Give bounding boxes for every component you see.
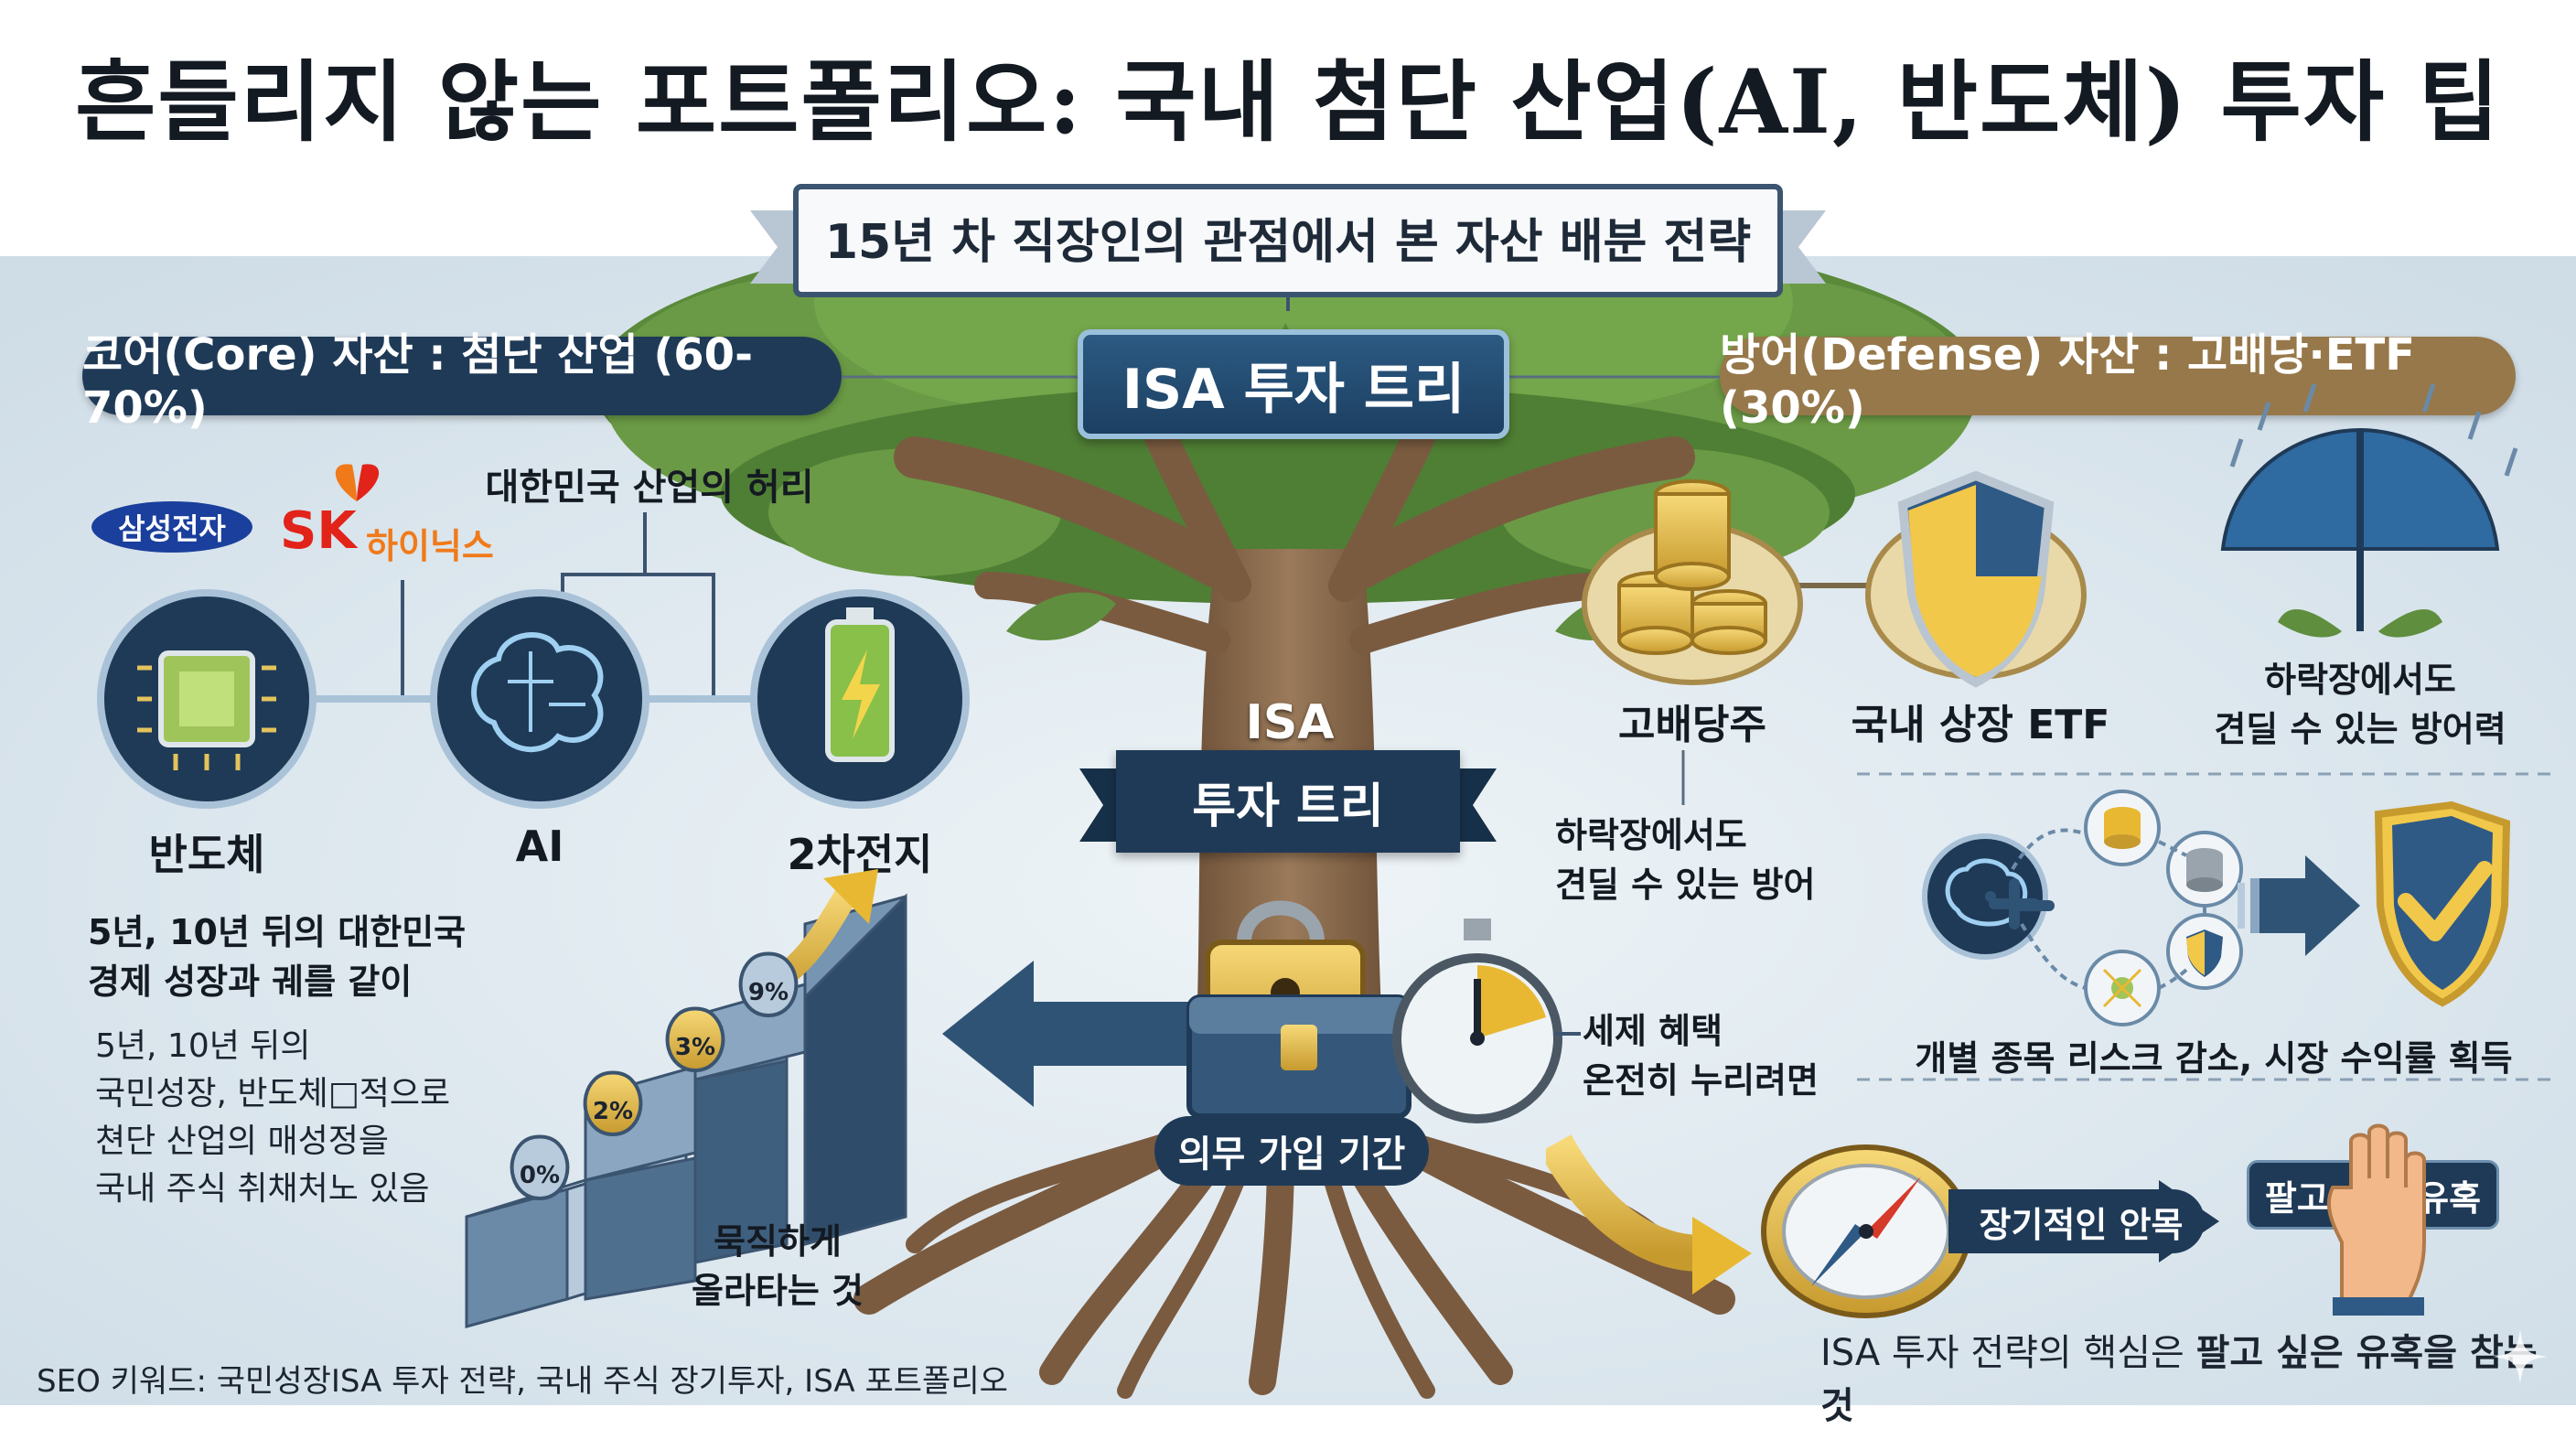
subtitle-ribbon — [750, 184, 1826, 311]
left-arrow-icon — [942, 961, 1217, 1107]
hand-icon — [2326, 1123, 2426, 1316]
chip-icon — [97, 589, 317, 809]
battery-label: 2차전지 — [787, 830, 933, 879]
trunk-banner: 투자 트리 — [1116, 750, 1460, 853]
semiconductor-label: 반도체 — [148, 830, 265, 879]
defense-caption-line: 하락장에서도 — [1555, 815, 1747, 855]
growth-heading-1: 5년, 10년 뒤의 대한민국 — [88, 912, 467, 952]
stairs-caption-line: 올라타는 것 — [691, 1271, 864, 1311]
mandatory-period-badge: 의무 가입 기간 — [1154, 1116, 1429, 1186]
sk-logo: SK — [280, 501, 357, 561]
umbrella-caption: 하락장에서도 견딜 수 있는 방어력 — [2177, 655, 2543, 754]
plus-icon — [1989, 878, 2040, 929]
growth-body-line: 국내 주식 취채처노 있음 — [95, 1170, 430, 1208]
trunk-banner-top: ISA — [1245, 695, 1335, 750]
growth-body-line: 쳔단 산업의 매성정을 — [95, 1123, 389, 1160]
leaf-icon — [1006, 592, 1116, 640]
umbrella-icon — [2220, 383, 2518, 638]
tax-caption-line: 세제 혜택 — [1583, 1011, 1723, 1051]
dividend-label: 고배당주 — [1618, 702, 1766, 748]
growth-body: 5년, 10년 뒤의 국민성장, 반도체□적으로 쳔단 산업의 매성정을 국내 … — [95, 1023, 450, 1213]
growth-body-line: 국민성장, 반도체□적으로 — [95, 1075, 451, 1112]
etf-label: 국내 상장 ETF — [1851, 702, 2110, 748]
compass-icon — [1761, 1144, 1971, 1318]
bottom-note-prefix: ISA 투자 전략의 핵심은 — [1820, 1332, 2196, 1374]
diversify-caption: 개별 종목 리스크 감소, 시장 수익률 획득 — [1915, 1038, 2513, 1079]
defense-caption: 하락장에서도 견딜 수 있는 방어 — [1555, 811, 1866, 909]
tax-caption-line: 온전히 누리려면 — [1583, 1060, 1819, 1101]
sparkle-icon — [2493, 1329, 2548, 1384]
battery-icon — [750, 589, 970, 809]
umbrella-caption-line: 견딜 수 있는 방어력 — [2214, 709, 2506, 749]
seo-keywords: SEO 키워드: 국민성장ISA 투자 전략, 국내 주식 장기투자, ISA … — [37, 1363, 1008, 1400]
stairs-caption: 묵직하게 올라타는 것 — [659, 1217, 896, 1316]
right-arrow-icon — [1546, 1134, 1752, 1295]
subtitle: 15년 차 직장인의 관점에서 본 자산 배분 전략 — [824, 215, 1752, 270]
isa-tree-sign: ISA 투자 트리 — [1078, 329, 1509, 439]
long-term-pill: 장기적인 안목 — [1958, 1189, 2205, 1253]
coins-icon — [1582, 479, 1803, 685]
samsung-logo: 삼성전자 — [91, 501, 252, 553]
step-0: 0% — [519, 1162, 561, 1189]
sk-butterfly-icon — [335, 464, 380, 501]
hynix-logo: 하이닉스 — [366, 526, 494, 566]
shield-icon — [1865, 470, 2087, 688]
bottom-note: ISA 투자 전략의 핵심은 팔고 싶은 유혹을 참는 것 — [1820, 1323, 2576, 1429]
tax-caption: 세제 혜택 온전히 누리려면 — [1583, 1006, 1857, 1105]
page-title: 흔들리지 않는 포트폴리오: 국내 첨단 산업(AI, 반도체) 투자 팁 — [75, 50, 2501, 154]
stairs-caption-line: 묵직하게 — [714, 1221, 842, 1262]
growth-body-line: 5년, 10년 뒤의 — [95, 1027, 311, 1065]
umbrella-caption-line: 하락장에서도 — [2264, 660, 2456, 700]
stopwatch-icon — [1392, 919, 1562, 1123]
step-2: 3% — [674, 1034, 716, 1061]
ai-label: AI — [515, 822, 564, 871]
growth-heading-2: 경제 성장과 궤를 같이 — [88, 962, 413, 1002]
backbone-label: 대한민국 산업의 허리 — [485, 467, 814, 509]
step-3: 9% — [747, 979, 789, 1006]
step-1: 2% — [592, 1098, 634, 1125]
defense-caption-line: 견딜 수 있는 방어 — [1555, 865, 1816, 905]
pin-icon — [510, 951, 799, 1201]
